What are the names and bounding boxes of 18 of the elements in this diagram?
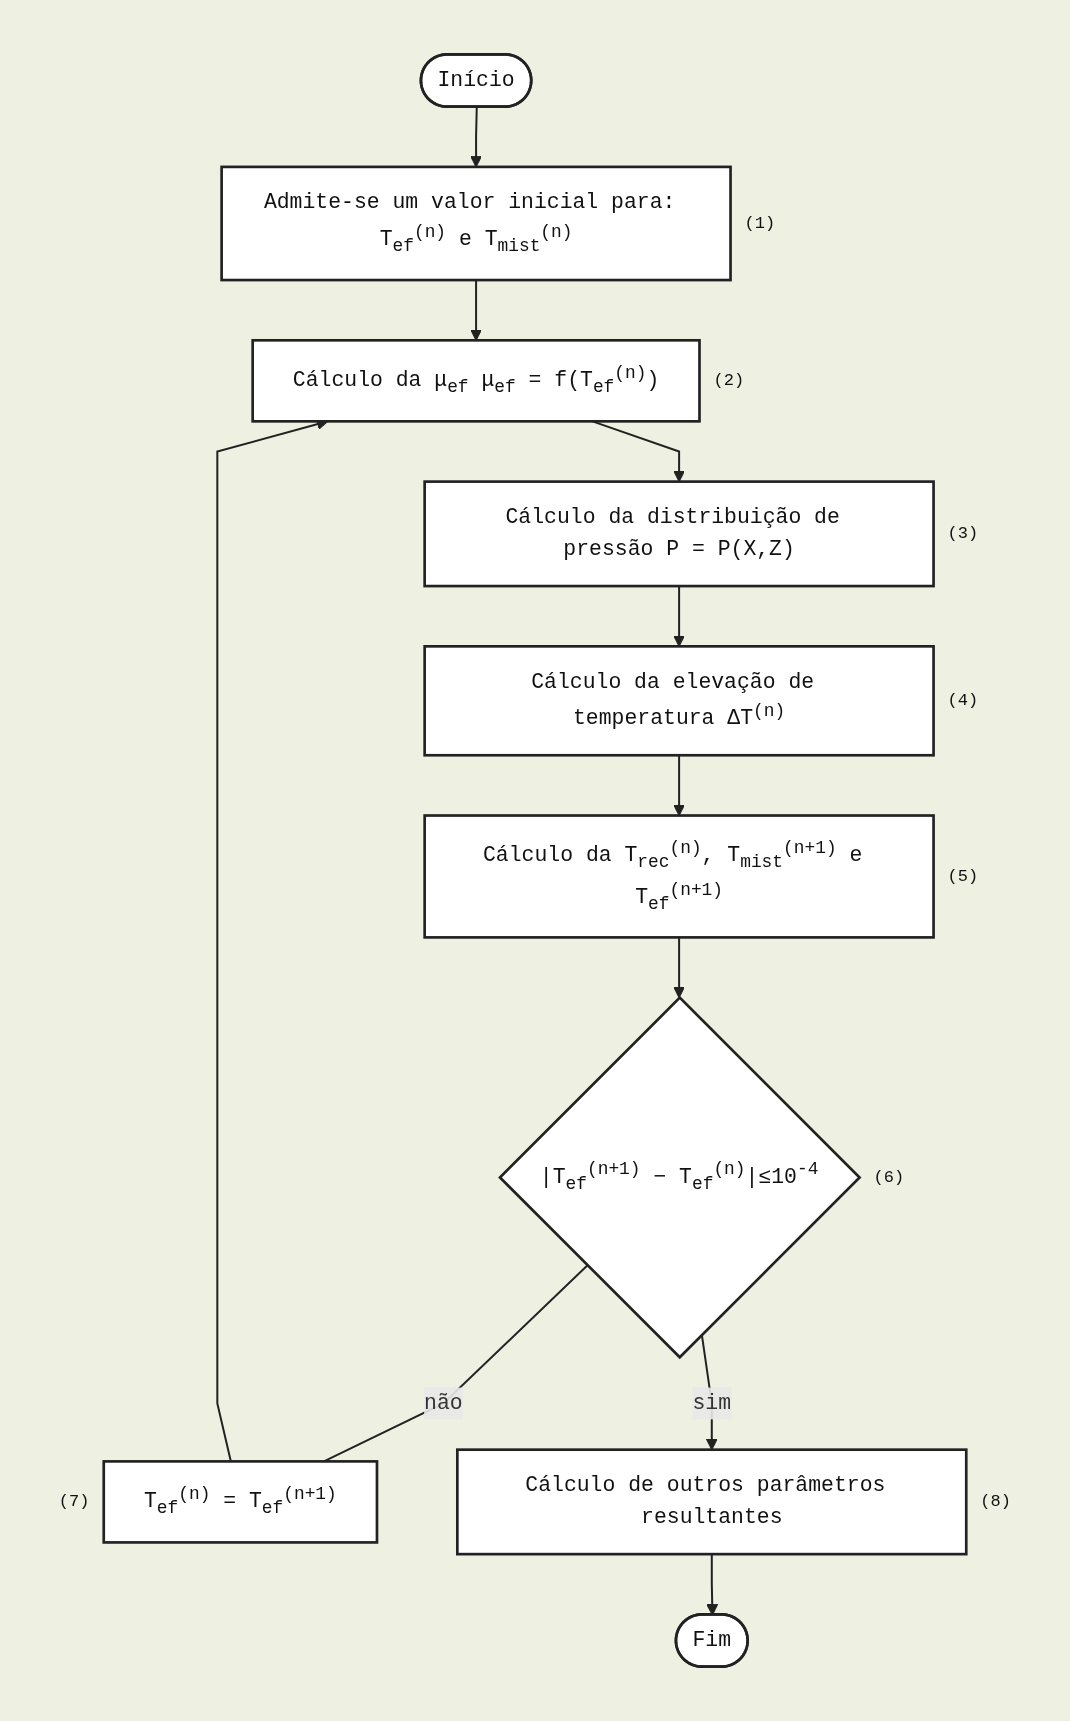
step-number: (3) [947,524,979,544]
arrow [470,280,482,341]
step-number: (8) [980,1492,1011,1512]
step-number: (6) [873,1167,905,1187]
step-number: (2) [713,371,745,391]
step-number: (5) [947,866,979,886]
node-box: Cálculo da μ$_{ef}$ μ$_{ef}$ = f(T$_{ef}$$^{(n)}$) [251,338,701,423]
node-box: Cálculo de outros parâmetros resultantes [456,1448,968,1556]
node-box: Cálculo da distribuição de pressão P = P(X,Z) [423,480,935,588]
node-diamond: |T$_{ef}$$^{(n+1)}$ − T$_{ef}$$^{(n)}$|≤10$^{-4}$ [498,995,862,1360]
node-box: Cálculo da elevação de temperatura ΔT$^{(n)}$ [423,645,935,757]
step-number: (7) [58,1492,90,1512]
edge-label: sim [692,1391,732,1416]
edge-label: não [424,1391,463,1416]
arrow [673,937,685,999]
step-number: (1) [744,213,776,233]
step-number: (4) [947,691,979,711]
arrow [673,586,685,647]
